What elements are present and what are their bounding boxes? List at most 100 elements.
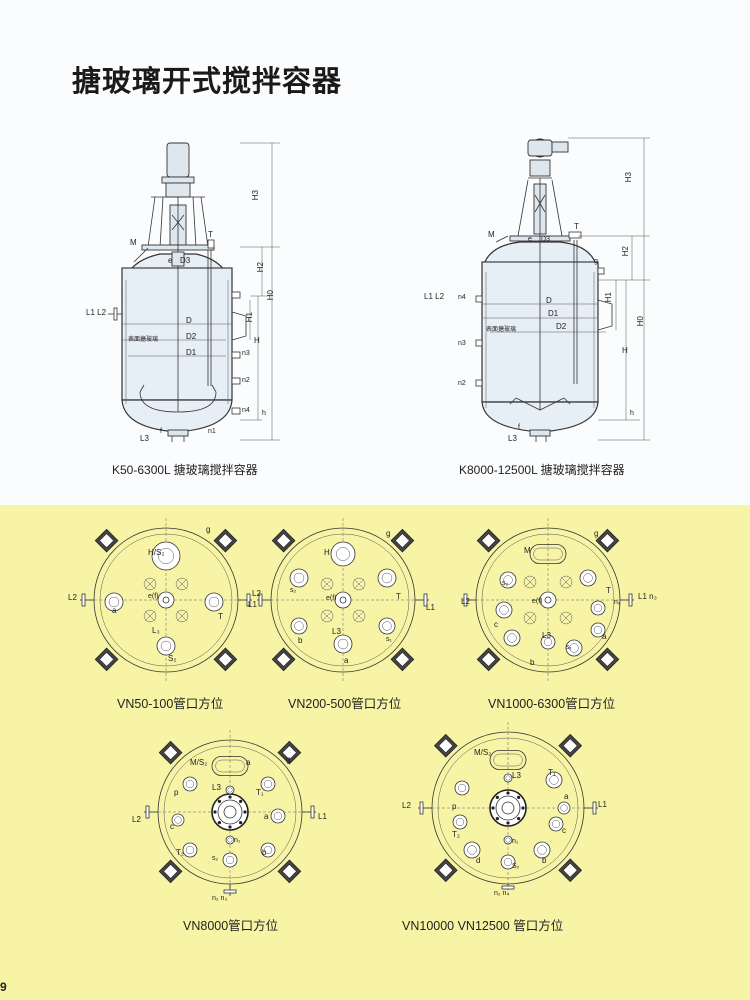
dim-D2-left: D2 [186, 332, 197, 341]
bottom-section [0, 505, 750, 1000]
plan-5-bolt-6 [506, 791, 510, 795]
nozzle-f-right: f [518, 424, 520, 431]
plan-4-bolt-2 [228, 825, 232, 829]
p4-c: c [170, 822, 174, 831]
plan-2-lug-0-inner [276, 533, 292, 549]
p5-L3: L3 [512, 771, 521, 780]
p3-e: e(f) [532, 598, 543, 605]
plan-5-lug-0-inner [438, 738, 454, 754]
caption-plan-4: VN8000管口方位 [183, 919, 279, 933]
p1-T: T [218, 612, 223, 621]
caption-plan-3: VN1000-6300管口方位 [488, 697, 616, 711]
plan-2-nozzle-2 [377, 568, 397, 588]
plan-2-pipe-right-flange [423, 593, 428, 607]
plan-3-nozzle-bore-7 [569, 643, 579, 653]
dim-h-right: h [630, 410, 634, 417]
plan-5-nozzle-bore-10 [505, 837, 511, 843]
plan-3-nozzle-3 [495, 601, 513, 619]
dim-H-right: H [622, 346, 628, 355]
plan-4-nozzle-5 [182, 842, 198, 858]
plan-1-lug-1-inner [217, 533, 233, 549]
plan-5-nozzle-6 [463, 841, 481, 859]
plan-4-bolt-1 [239, 821, 243, 825]
plan-5-nozzle-8 [500, 854, 516, 870]
p4-MS: M/S₂ [190, 758, 208, 767]
plan-2-nozzle-bore-1 [293, 572, 305, 584]
caption-right-vessel: K8000-12500L 搪玻璃搅拌容器 [459, 463, 625, 477]
plan-3-nozzle-bore-1 [503, 575, 513, 585]
plan-2-nozzle-bore-3 [294, 621, 304, 631]
plan-4-bolt-4 [213, 810, 217, 814]
plan-5-nozzle-bore-5 [551, 819, 561, 829]
surface-note-right: 表面搪玻璃 [486, 327, 517, 333]
plan-1-lug-2-inner [217, 651, 233, 667]
p2-b: b [298, 636, 303, 645]
plan-2-lug-3-inner [276, 651, 292, 667]
plan-4-nozzle-8 [225, 785, 235, 795]
plan-5-nozzle-bore-6 [467, 845, 477, 855]
page-number: 9 [0, 980, 7, 994]
p5-n2: n₂ n₄ [494, 890, 510, 897]
nozzle-L1L2-right: L1 L2 [424, 292, 445, 301]
plan-5-nozzle-bore-3 [560, 804, 568, 812]
plan-3-nozzle-7 [565, 639, 583, 657]
plan-3-blind-x2-2 [524, 612, 536, 624]
plan-5-bolt-2 [506, 821, 510, 825]
plan-1-nozzle-bore-3 [160, 640, 172, 652]
p4-n2: n₂ n₃ [212, 895, 228, 902]
plan-5-bolt-3 [495, 817, 499, 821]
plan-5-nozzle-4 [452, 814, 468, 830]
plan-4-nozzle-3 [171, 813, 185, 827]
plan-3-nozzle-bore-6 [543, 637, 553, 647]
plan-1-lug-0-inner [99, 533, 115, 549]
plan-5-bolt-5 [495, 795, 499, 799]
plan-5-nozzle-bore-2 [457, 783, 467, 793]
p1-L3: L₃ [152, 626, 160, 635]
plan-3-pipe-left-flange [463, 593, 468, 607]
page-title: 搪玻璃开式搅拌容器 [72, 64, 343, 98]
plan-5-bolt-4 [491, 806, 495, 810]
p2-L2: L2 [252, 589, 261, 598]
plan-1-blind-x2-0 [144, 578, 156, 590]
plan-4-bolt-0 [243, 810, 247, 814]
plan-5-nozzle-bore-1 [549, 775, 559, 785]
plan-3-lug-0-inner [481, 533, 497, 549]
plan-5-nozzle-1 [545, 771, 563, 789]
plan-2-blind-x2-3 [353, 610, 365, 622]
plan-4-bolt-6 [228, 795, 232, 799]
plan-4-nozzle-bore-6 [263, 845, 273, 855]
p1-HS: H/S₂ [148, 548, 165, 557]
p4-g: g [286, 755, 291, 764]
p4-L1: L1 [318, 812, 327, 821]
plan-3-blind-x2-0 [524, 576, 536, 588]
plan-2-blind-x2-0 [321, 578, 333, 590]
caption-left-vessel: K50-6300L 搪玻璃搅拌容器 [112, 463, 258, 477]
p4-s2: s₂ [212, 855, 219, 862]
p5-L1: L1 [598, 800, 607, 809]
p2-s1: s₁ [386, 636, 392, 643]
plan-3-nozzle-8 [590, 622, 606, 638]
p4-L3: L3 [212, 783, 221, 792]
plan-5-nozzle-7 [533, 841, 551, 859]
nozzle-n3-left: n3 [242, 350, 250, 357]
plan-4-nozzle-6 [260, 842, 276, 858]
plan-4-nozzle-bore-3 [174, 816, 182, 824]
plan-4-nozzle-bore-7 [225, 855, 235, 865]
plan-4-nozzle-bore-2 [263, 779, 273, 789]
nozzle-L3-left: L3 [140, 434, 149, 443]
nozzle-L3-right: L3 [508, 434, 517, 443]
plan-2-blind-2 [320, 609, 334, 623]
dim-D1-left: D1 [186, 348, 197, 357]
plan-5-bolt-7 [517, 795, 521, 799]
plan-3-lug-2-inner [599, 651, 615, 667]
p5-c: c [562, 826, 566, 835]
plan-3-nozzle-bore-8 [593, 625, 603, 635]
plan-1-nozzle-0 [151, 541, 181, 571]
dim-D-left: D [186, 316, 192, 325]
p3-s1: s₁ [566, 644, 572, 651]
plan-3-nozzle-6 [540, 634, 556, 650]
plan-1-pipe-left-flange [81, 593, 86, 607]
plan-4-nozzle-bore-5 [185, 845, 195, 855]
